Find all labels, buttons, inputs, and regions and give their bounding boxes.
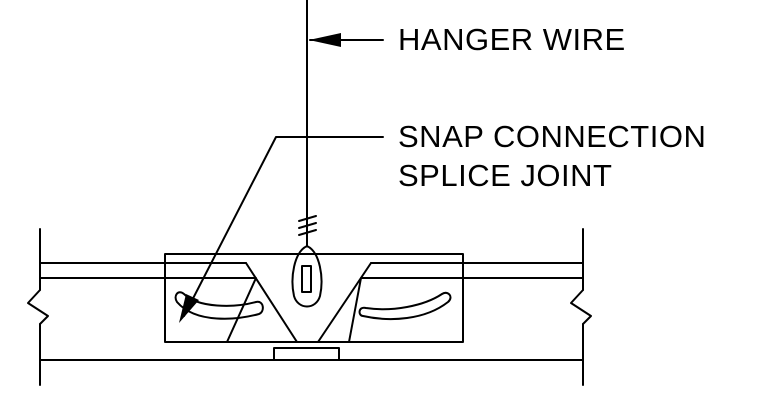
label-snap-connection: SNAP CONNECTION <box>398 119 707 154</box>
label-splice-joint: SPLICE JOINT <box>398 158 613 193</box>
wire-twists <box>298 215 317 236</box>
bottom-flange <box>273 347 340 361</box>
wire-loop <box>291 245 323 308</box>
splice-tab-right <box>317 262 372 343</box>
label-hanger-wire: HANGER WIRE <box>398 22 626 57</box>
main-runner-left <box>27 228 275 386</box>
splice-tab-left <box>226 262 298 343</box>
slot-left <box>174 291 264 320</box>
splice-plate <box>164 253 464 343</box>
hanger-hole <box>301 265 312 293</box>
arrowhead-splice-joint <box>179 294 199 323</box>
main-runner-right <box>338 228 592 386</box>
slot-right <box>358 291 452 321</box>
arrowhead-hanger-wire <box>309 33 341 47</box>
leader-splice-joint <box>183 136 384 317</box>
